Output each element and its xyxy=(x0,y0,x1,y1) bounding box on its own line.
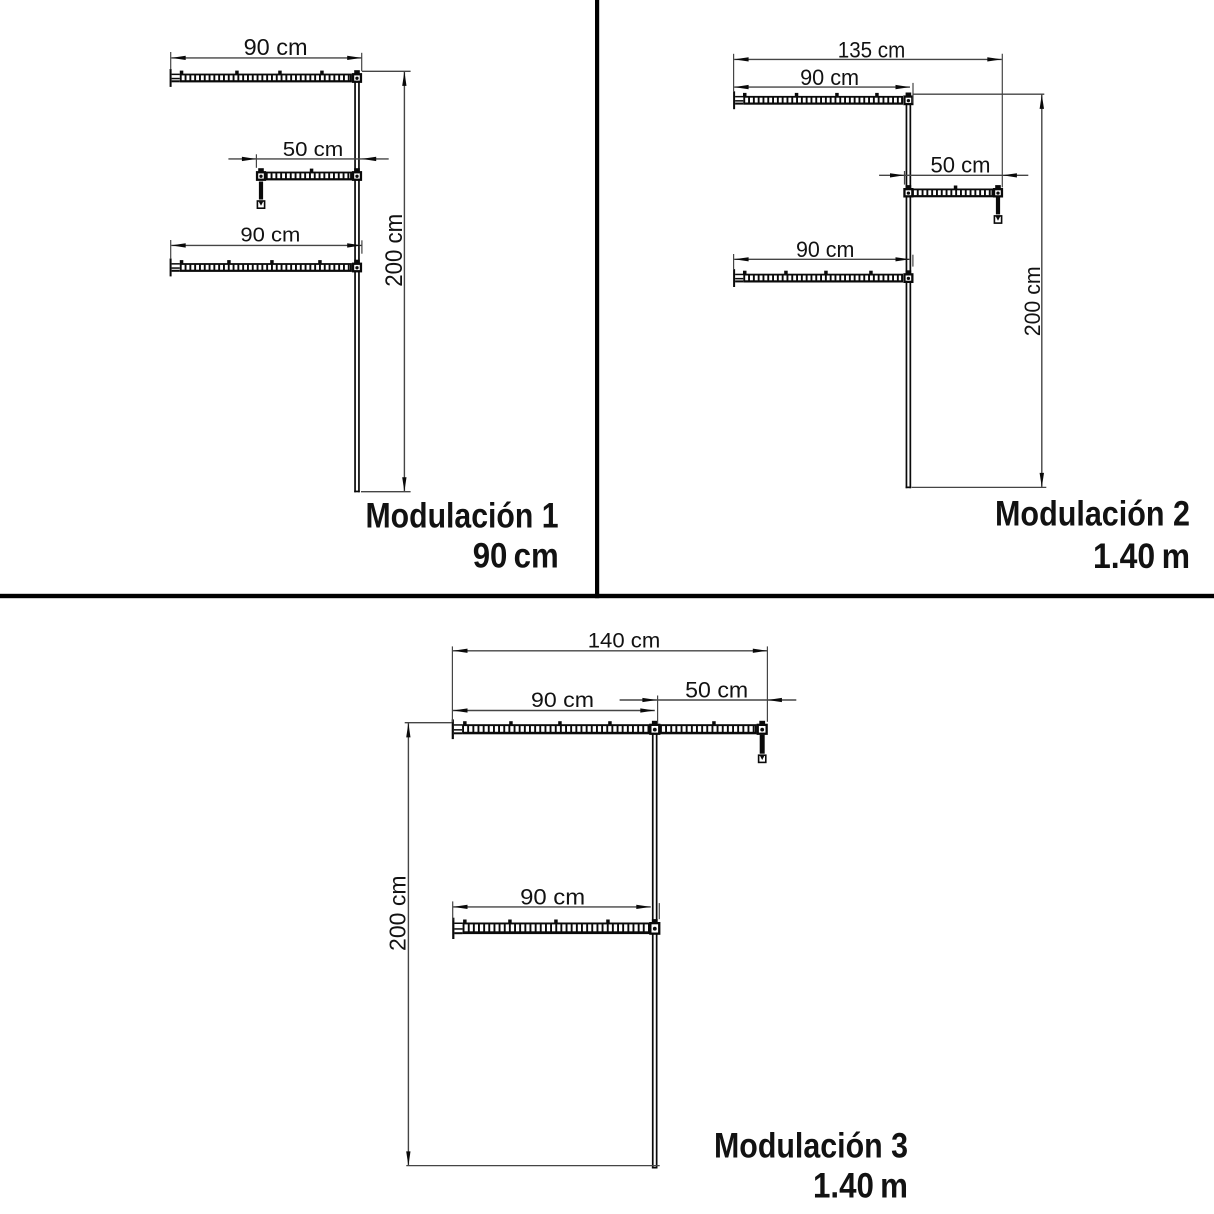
svg-text:90 cm: 90 cm xyxy=(473,537,559,576)
svg-text:90 cm: 90 cm xyxy=(800,65,859,90)
svg-text:Modulación 2: Modulación 2 xyxy=(995,495,1190,534)
svg-text:200 cm: 200 cm xyxy=(384,875,410,951)
svg-text:50 cm: 50 cm xyxy=(685,677,748,702)
svg-text:1.40 m: 1.40 m xyxy=(1093,537,1190,576)
svg-text:50 cm: 50 cm xyxy=(283,138,344,161)
svg-text:1.40 m: 1.40 m xyxy=(813,1167,908,1206)
svg-text:90 cm: 90 cm xyxy=(531,688,594,712)
svg-text:50 cm: 50 cm xyxy=(931,152,991,177)
svg-text:90 cm: 90 cm xyxy=(520,884,585,909)
svg-text:200 cm: 200 cm xyxy=(381,214,408,287)
svg-text:90 cm: 90 cm xyxy=(796,237,855,262)
svg-text:90 cm: 90 cm xyxy=(240,223,300,246)
svg-text:Modulación 1: Modulación 1 xyxy=(366,497,559,536)
svg-text:140 cm: 140 cm xyxy=(588,628,661,652)
svg-text:200 cm: 200 cm xyxy=(1020,266,1045,336)
svg-text:135 cm: 135 cm xyxy=(838,37,906,62)
svg-text:Modulación 3: Modulación 3 xyxy=(714,1127,908,1166)
svg-text:90 cm: 90 cm xyxy=(244,34,308,60)
